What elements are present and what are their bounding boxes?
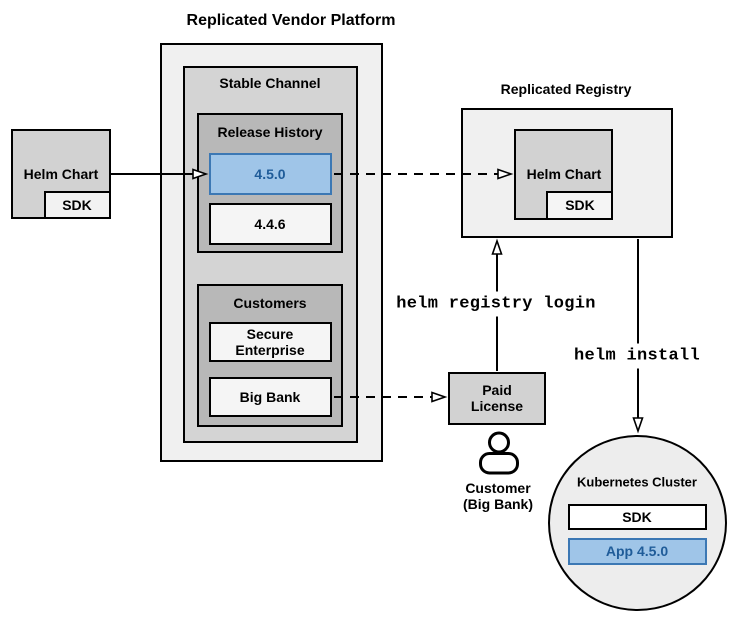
customer-big-bank-box <box>209 377 332 417</box>
customer-secure-enterprise-label: Secure Enterprise <box>235 325 305 358</box>
registry-helm-chart-label: Helm Chart <box>526 165 602 182</box>
registry-sdk-box <box>546 191 613 220</box>
paid-license-label: Paid License <box>470 381 524 414</box>
customer-icon <box>479 431 519 475</box>
cluster-app-box <box>568 538 707 565</box>
customer-big-bank-label: Big Bank <box>239 388 301 405</box>
release-4-5-0-box <box>209 153 332 195</box>
kubernetes-cluster-label: Kubernetes Cluster <box>577 474 697 490</box>
registry-sdk-label: SDK <box>565 196 595 213</box>
cluster-app-label: App 4.5.0 <box>605 542 669 559</box>
release-history-label: Release History <box>217 123 323 140</box>
vendor-platform-title: Replicated Vendor Platform <box>186 11 396 29</box>
cluster-sdk-box <box>568 504 707 530</box>
source-sdk-box <box>44 191 111 219</box>
paid-license-box <box>448 372 546 425</box>
arrow-chart-to-release <box>111 168 209 180</box>
customers-label: Customers <box>233 294 307 311</box>
customer-actor-line2: (Big Bank) <box>463 496 533 512</box>
command-helm-install: helm install <box>566 343 708 369</box>
release-4-4-6-label: 4.4.6 <box>254 215 286 232</box>
release-4-4-6-box <box>209 203 332 245</box>
customer-actor-label: Customer (Big Bank) <box>463 480 533 512</box>
stable-channel-label: Stable Channel <box>219 74 321 91</box>
customer-secure-enterprise-box <box>209 322 332 362</box>
source-helm-chart-label: Helm Chart <box>23 165 99 182</box>
arrow-bigbank-to-license <box>334 391 448 403</box>
customer-actor-line1: Customer <box>465 479 531 496</box>
registry-title: Replicated Registry <box>500 80 632 97</box>
arrow-release-to-registry <box>334 168 514 180</box>
cluster-sdk-label: SDK <box>622 508 652 525</box>
source-sdk-label: SDK <box>62 196 92 213</box>
arrow-registry-to-cluster <box>632 239 644 434</box>
release-4-5-0-label: 4.5.0 <box>254 165 286 182</box>
command-registry-login: helm registry login <box>389 291 603 317</box>
